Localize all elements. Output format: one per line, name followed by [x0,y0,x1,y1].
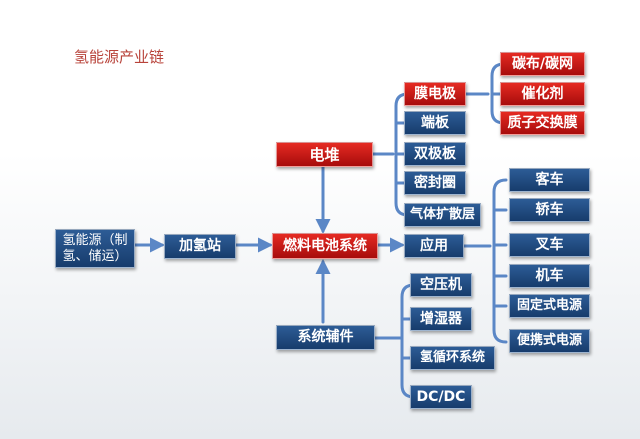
node-mea: 膜电极 [404,82,466,106]
node-humidifier: 增湿器 [410,307,472,331]
node-hydrogen-source: 氢能源（制氢、储运） [55,229,135,268]
node-h2-recirculation: 氢循环系统 [410,346,495,370]
node-stationary-power: 固定式电源 [509,294,590,318]
node-air-compressor: 空压机 [410,273,472,297]
node-end-plate: 端板 [404,111,466,135]
diagram-title: 氢能源产业链 [74,48,165,66]
node-bop: 系统辅件 [276,325,375,350]
node-gdl: 气体扩散层 [404,203,481,227]
node-locomotive: 机车 [509,264,590,288]
node-forklift: 叉车 [509,233,590,257]
node-fuel-cell-system: 燃料电池系统 [272,233,378,259]
node-portable-power: 便携式电源 [509,329,590,353]
node-dcdc: DC/DC [410,385,472,409]
node-stack: 电堆 [276,142,373,167]
node-bipolar-plate: 双极板 [404,142,466,166]
bracket-application-components [461,178,508,344]
node-seal-ring: 密封圈 [404,171,466,195]
node-application: 应用 [404,234,464,258]
bracket-stack-components [371,92,410,217]
node-bus: 客车 [509,168,590,192]
node-refueling-station: 加氢站 [164,234,236,259]
node-pem: 质子交换膜 [500,111,585,135]
bracket-bop-components [373,283,416,399]
bracket-mea-components [464,62,506,125]
node-carbon-cloth: 碳布/碳网 [500,52,585,76]
node-car: 轿车 [509,198,590,222]
node-catalyst: 催化剂 [500,82,585,106]
